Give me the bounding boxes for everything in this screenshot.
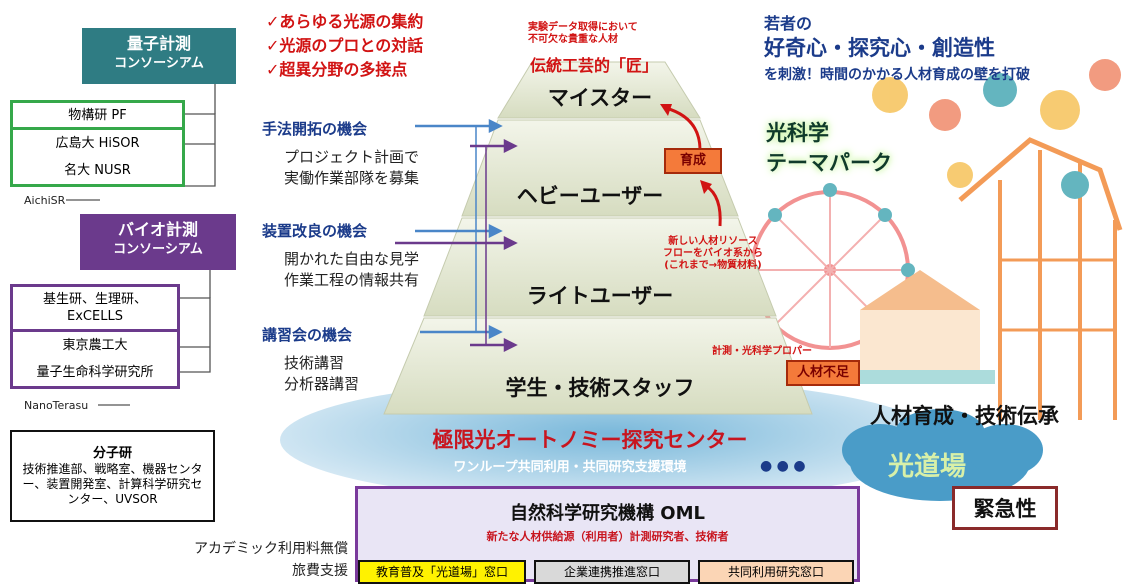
bio-consortium-title-line2: コンソーシアム [113,242,203,257]
footer-travel: 旅費支援 [292,563,348,579]
growth-tag: 育成 [664,148,722,174]
pyramid-tier-students [383,317,813,415]
opportunity-lecture: 講習会の機会 技術講習 分析器講習 [262,324,359,395]
opportunity-body-line: 技術講習 [284,354,345,372]
theme-park-illustration [745,59,1123,420]
quantum-member-2: 広島大 HiSOR [10,130,185,160]
opportunity-method: 手法開拓の機会 プロジェクト計画で 実働作業部隊を募集 [262,118,419,189]
quantum-extra: AichiSR [24,194,66,207]
checklist: ✓あらゆる光源の集約 ✓光源のプロとの対話 ✓超異分野の多接点 [266,10,423,82]
center-subtitle: ワンループ共同利用・共同研究支援環境 [453,460,687,475]
bio-consortium-title-line1: バイオ計測 [117,220,198,239]
ims-box: 分子研 技術推進部、戦略室、機器センター、装置開発室、計算科学研究センター、UV… [10,430,215,522]
quantum-member-1: 物構研 PF [10,100,185,130]
opportunity-body-line: 作業工程の情報共有 [284,271,420,289]
quantum-member-3: 名大 NUSR [10,157,185,187]
urgency-label: 緊急性 [973,497,1037,521]
quantum-consortium-title-line2: コンソーシアム [114,56,204,71]
youth-line3: を刺激！時間のかかる人材育成の壁を打破 [764,67,1030,83]
dojo-cloud [842,409,1043,501]
urgency-box: 緊急性 [952,486,1058,530]
opportunity-head: 装置改良の機会 [262,222,368,240]
checklist-item: ✓超異分野の多接点 [266,60,408,79]
pyramid-tier-meister [497,61,701,119]
checklist-item: ✓あらゆる光源の集約 [266,12,424,31]
apex-note: 実験データ取得において 不可欠な貴重な人材 [528,22,638,45]
opportunity-body-line: 実働作業部隊を募集 [284,169,420,187]
bio-member-3: 量子生命科学研究所 [10,359,180,389]
park-line2: テーマパーク [766,151,892,175]
opportunity-device: 装置改良の機会 開かれた自由な見学 作業工程の情報共有 [262,220,419,291]
window-joint-use[interactable]: 共同利用研究窓口 [698,560,854,584]
youth-line2: 好奇心・探究心・創造性 [764,36,995,60]
shortage-note: 計測・光科学プロパー [712,346,812,357]
opportunity-head: 講習会の機会 [262,326,353,344]
center-title: 極限光オートノミー探究センター [432,428,748,452]
tier-students-staff: 学生・技術スタッフ [505,376,695,400]
ims-body: 技術推進部、戦略室、機器センター、装置開発室、計算科学研究センター、UVSOR [22,462,203,506]
quantum-consortium-title: 量子計測 コンソーシアム [82,28,236,84]
oml-title: 自然科学研究機構 OML [510,503,705,524]
new-flow-note: 新しい人材リソース フローをバイオ系から (これまで→物質材料) [663,236,763,271]
bio-member-2: 東京農工大 [10,332,180,362]
bio-extra: NanoTerasu [24,399,89,412]
window-education[interactable]: 教育普及「光道場」窓口 [358,560,526,584]
ims-title: 分子研 [92,446,132,461]
tier-meister: マイスター [547,86,653,110]
footer-free-use: アカデミック利用料無償 [194,541,348,557]
window-industry[interactable]: 企業連携推進窓口 [534,560,690,584]
bio-member-1: 基生研、生理研、 ExCELLS [10,284,180,332]
connector-dots: ● ● ● [760,458,806,474]
oml-subtitle: 新たな人材供給源（利用者）計測研究者、技術者 [486,530,729,543]
tier-light-user: ライトユーザー [526,284,674,308]
youth-line1: 若者の [764,14,813,33]
tech-transfer: 人材育成・技術伝承 [870,404,1059,428]
apex-title: 伝統工芸的「匠」 [530,56,659,75]
opportunity-body-line: 分析器講習 [284,375,360,393]
opportunity-body-line: 開かれた自由な見学 [284,250,420,268]
park-line1: 光科学 [766,121,829,145]
quantum-consortium-title-line1: 量子計測 [126,34,191,53]
opportunity-body-line: プロジェクト計画で [284,148,420,166]
bio-consortium-title: バイオ計測 コンソーシアム [80,214,236,270]
tier-heavy-user: ヘビーユーザー [516,184,664,208]
shortage-tag: 人材不足 [786,360,860,386]
opportunity-head: 手法開拓の機会 [262,120,368,138]
pyramid-tier-heavy [461,119,739,217]
dojo-label: 光道場 [888,452,967,482]
checklist-item: ✓光源のプロとの対話 [266,36,424,55]
